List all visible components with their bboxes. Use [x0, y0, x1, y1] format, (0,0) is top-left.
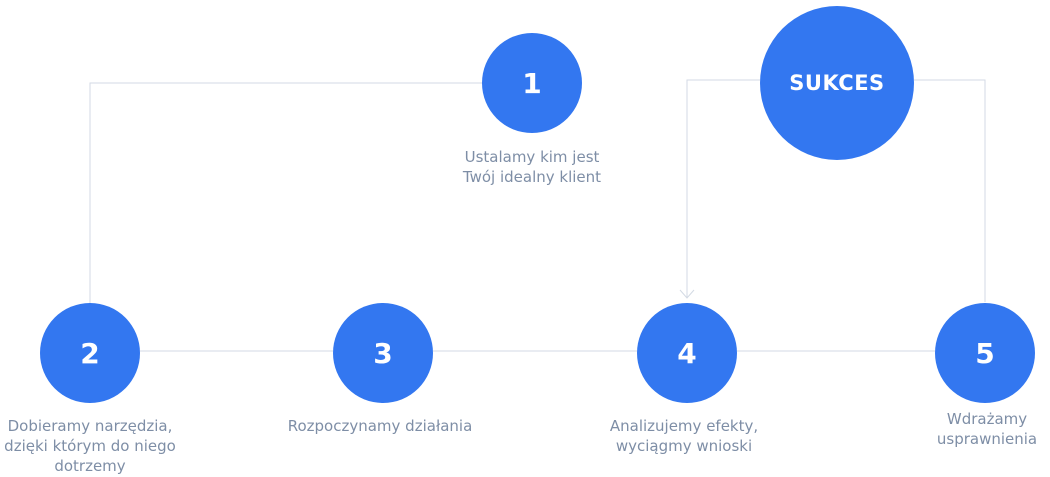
- step-1-label: Ustalamy kim jest Twój idealny klient: [462, 148, 602, 186]
- step-4-label: Analizujemy efekty, wyciągmy wnioski: [609, 417, 759, 455]
- connector-success-to-4: [686, 79, 760, 298]
- step-4-circle: 4: [637, 303, 737, 403]
- step-3-circle: 3: [333, 303, 433, 403]
- step-2-label: Dobieramy narzędzia, dzięki którym do ni…: [4, 417, 176, 475]
- connector-5-to-success: [914, 79, 986, 302]
- step-4-number: 4: [677, 336, 697, 370]
- step-2-circle: 2: [40, 303, 140, 403]
- step-1-circle: 1: [482, 33, 582, 133]
- step-3-number: 3: [373, 336, 393, 370]
- step-5-circle: 5: [935, 303, 1035, 403]
- step-1-number: 1: [522, 66, 542, 100]
- step-3-label: Rozpoczynamy działania: [287, 417, 473, 435]
- connector-1-to-2: [89, 82, 484, 304]
- step-5-number: 5: [975, 336, 995, 370]
- success-circle: SUKCES: [760, 6, 914, 160]
- step-5-label: Wdrażamy usprawnienia: [936, 410, 1038, 448]
- step-2-number: 2: [80, 336, 100, 370]
- arrowhead-to-step-4: [679, 289, 695, 299]
- success-label: SUKCES: [789, 71, 885, 95]
